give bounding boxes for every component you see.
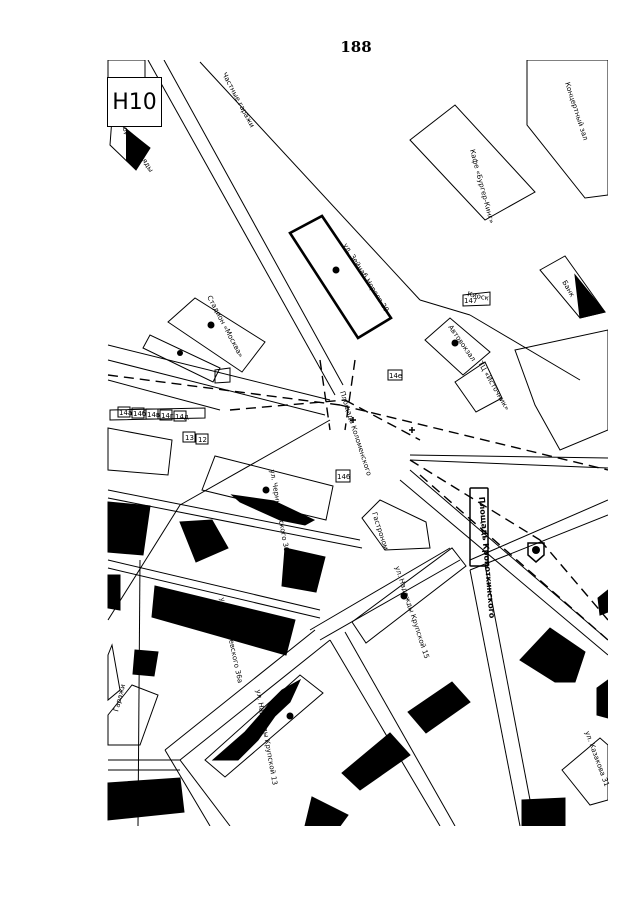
svg-text:6: 6	[298, 568, 303, 576]
svg-text:3: 3	[540, 809, 544, 817]
label-concert-hall: Концертный зал	[563, 81, 589, 141]
svg-text:14г: 14г	[161, 412, 174, 420]
svg-text:10: 10	[120, 524, 129, 532]
svg-text:5: 5	[548, 654, 552, 662]
grid-cell-badge: H10	[107, 77, 162, 127]
label-big-square: Площадь Кропоткинского	[477, 496, 497, 619]
label-krupskoy-15: ул. Надежды Крупской 15	[393, 565, 431, 660]
house-numbers: 14а 14б 14в 14г 14д 13 12 14е 146 147	[119, 297, 477, 481]
svg-text:147: 147	[464, 297, 477, 305]
square-label-box	[469, 487, 489, 567]
label-framed-building: ул. Зейнаб Нореев 29	[341, 242, 390, 314]
svg-text:7: 7	[370, 758, 374, 766]
svg-text:14е: 14е	[389, 372, 402, 380]
label-kazakova-31: ул. Казакова 31	[583, 730, 610, 788]
label-bus-stop: Автовокзал	[446, 324, 477, 363]
label-private-garages: Частные гаражи	[220, 71, 256, 129]
label-istochnik: ТЦ «Источник»	[476, 359, 511, 412]
map-labels: Частные гаражи Торговые ряды Кафе «Бурге…	[112, 71, 610, 787]
street-lines	[107, 60, 608, 826]
svg-text:11: 11	[130, 796, 139, 804]
shield-icon	[527, 542, 545, 563]
poi-markers	[177, 266, 540, 720]
cross-marker-icons	[350, 417, 415, 433]
label-cafe: Кафе «Бургер-Кинг»	[468, 148, 496, 224]
house-number-boxes	[117, 406, 209, 445]
label-gastronom: Гастроном	[370, 511, 390, 551]
building-numbers: 10 8 6 9 7 5 11 4 3	[120, 524, 552, 818]
svg-text:14б: 14б	[133, 410, 146, 418]
svg-text:14д: 14д	[175, 413, 189, 421]
svg-text:4: 4	[320, 810, 325, 818]
filled-buildings	[107, 494, 608, 826]
svg-text:14а: 14а	[119, 409, 132, 417]
tram-lines	[107, 359, 608, 641]
page-number: 188	[340, 38, 372, 56]
label-garages: Гаражи	[112, 683, 127, 712]
svg-text:13: 13	[185, 434, 194, 442]
svg-text:12: 12	[198, 436, 207, 444]
svg-text:146: 146	[337, 473, 351, 481]
svg-text:8: 8	[200, 539, 204, 547]
framed-building	[288, 214, 393, 340]
label-ploshchad: Площадь Коломенского	[338, 390, 373, 477]
svg-text:9: 9	[435, 706, 439, 714]
svg-text:14в: 14в	[147, 411, 160, 419]
